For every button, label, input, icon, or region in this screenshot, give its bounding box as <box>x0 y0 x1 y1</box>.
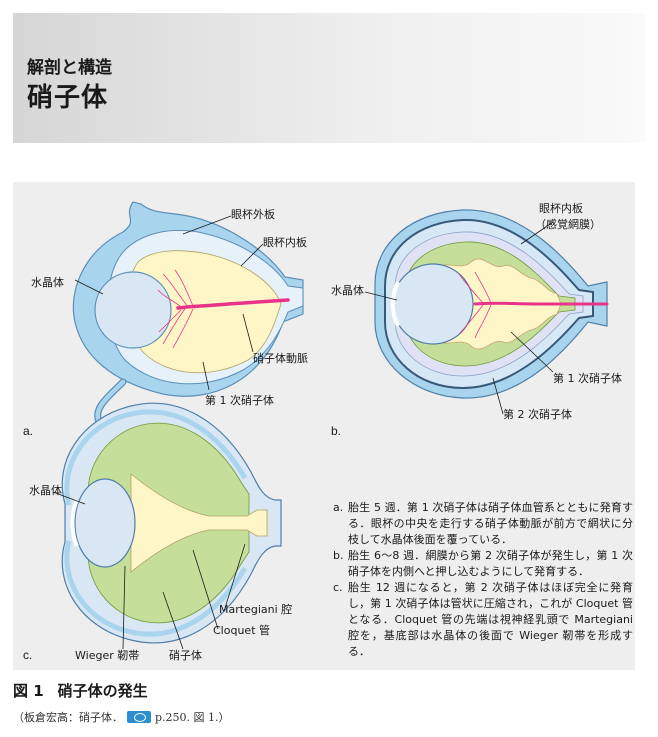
panel-letter-c: c. <box>23 648 32 662</box>
artery-branches-b <box>458 271 492 339</box>
label-primary-a: 第 1 次硝子体 <box>205 393 274 407</box>
label-lens-a: 水晶体 <box>31 275 64 289</box>
chapter-title: 硝子体 <box>27 83 109 113</box>
label-lens-b: 水晶体 <box>331 283 364 297</box>
label-retina-b: （感覚網膜） <box>535 217 601 231</box>
artery-branches-a <box>157 269 194 349</box>
chapter-header: 解剖と構造 硝子体 <box>13 13 645 143</box>
note-b: b. 胎生 6〜8 週．網膜から第 2 次硝子体が発生し，第 1 次硝子体を内側へ… <box>333 548 633 580</box>
label-martegiani-c: Martegiani 腔 <box>219 602 292 616</box>
figure-title: 硝子体の発生 <box>57 682 148 700</box>
label-primary-b: 第 1 次硝子体 <box>553 371 622 385</box>
note-a: a. 胎生 5 週．第 1 次硝子体は硝子体血管系とともに発育する．眼杯の中央を走… <box>333 500 633 548</box>
diagram-a: 眼杯外板 眼杯内板 水晶体 硝子体動脈 第 1 次硝子体 a. <box>23 201 308 438</box>
lens-c <box>74 478 136 568</box>
figure-notes: a. 胎生 5 週．第 1 次硝子体は硝子体血管系とともに発育する．眼杯の中央を走… <box>333 500 633 660</box>
source-suffix: p.250. 図 1.） <box>155 711 230 724</box>
figure-number: 図 1 <box>13 682 44 700</box>
label-cloquet-c: Cloquet 管 <box>213 623 270 637</box>
note-marker: a. <box>333 501 344 514</box>
label-secondary-b: 第 2 次硝子体 <box>503 407 572 421</box>
label-inner-layer-a: 眼杯内板 <box>263 235 307 249</box>
figure-panel: 眼杯外板 眼杯内板 水晶体 硝子体動脈 第 1 次硝子体 a. <box>13 182 635 670</box>
lens-a <box>94 271 172 349</box>
note-text: 胎生 5 週．第 1 次硝子体は硝子体血管系とともに発育する．眼杯の中央を走行す… <box>348 501 633 546</box>
label-inner-layer-b: 眼杯内板 <box>539 201 583 215</box>
hyaloid-artery-a <box>176 298 290 310</box>
chapter-subtitle: 解剖と構造 <box>27 58 112 78</box>
note-text: 胎生 12 週になると，第 2 次硝子体はほぼ完全に発育し，第 1 次硝子体は管… <box>348 581 633 658</box>
label-lens-c: 水晶体 <box>29 483 62 497</box>
label-wieger-c: Wieger 靭帯 <box>75 648 139 662</box>
figure-source: （板倉宏高：硝子体． p.250. 図 1.） <box>13 709 230 725</box>
panel-letter-a: a. <box>23 424 33 438</box>
cloquet-canal-c <box>130 473 268 573</box>
diagram-b: 眼杯内板 （感覚網膜） 水晶体 第 1 次硝子体 第 2 次硝子体 b. <box>331 201 622 438</box>
diagram-c: 水晶体 Martegiani 腔 Cloquet 管 Wieger 靭帯 硝子体… <box>23 402 292 662</box>
book-icon <box>127 711 151 723</box>
source-prefix: （板倉宏高：硝子体． <box>13 711 123 724</box>
note-marker: b. <box>333 549 344 562</box>
embryology-diagram: 眼杯外板 眼杯内板 水晶体 硝子体動脈 第 1 次硝子体 a. <box>23 201 622 662</box>
note-text: 胎生 6〜8 週．網膜から第 2 次硝子体が発生し，第 1 次硝子体を内側へと押… <box>348 549 633 578</box>
panel-letter-b: b. <box>331 424 341 438</box>
hyaloid-artery-b <box>473 301 609 306</box>
label-vitreous-c: 硝子体 <box>169 648 202 662</box>
note-c: c. 胎生 12 週になると，第 2 次硝子体はほぼ完全に発育し，第 1 次硝子体… <box>333 580 633 660</box>
figure-caption: 図 1 硝子体の発生 <box>13 680 148 701</box>
note-marker: c. <box>333 581 343 594</box>
label-artery-a: 硝子体動脈 <box>253 351 308 365</box>
label-outer-layer-a: 眼杯外板 <box>231 207 275 221</box>
